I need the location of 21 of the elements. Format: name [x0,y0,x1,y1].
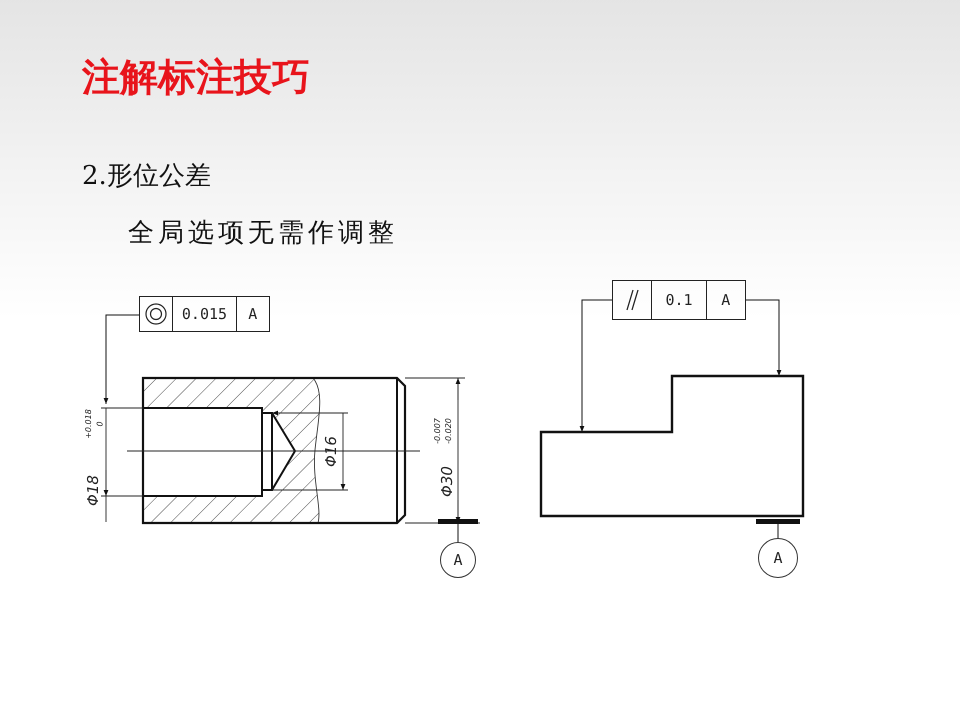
dimension-text: Φ18 [85,474,100,506]
leader-arrow [746,300,782,376]
feature-control-frame [139,296,270,332]
datum-reference: A [706,281,745,319]
tolerance-value: 0.015 [172,297,236,331]
feature-control-frame [612,280,746,320]
datum-circle: A [440,542,476,578]
dimension-text: Φ30 [439,466,454,496]
leader-arrow [104,314,140,404]
stepped-block-drawing [540,374,804,524]
leader-arrow [580,300,612,432]
tolerance-text: -0.020 [444,418,453,444]
section-heading: 2.形位公差 [82,160,211,193]
tolerance-text: 0 [96,421,104,427]
slide-title: 注解标注技巧 [82,54,310,101]
note-text: 全局选项无需作调整 [128,217,398,250]
tolerance-value: 0.1 [651,281,706,319]
datum-circle: A [758,538,798,578]
tolerance-text: +0.018 [84,409,93,439]
tolerance-text: -0.007 [434,418,442,444]
datum-reference: A [236,297,269,331]
